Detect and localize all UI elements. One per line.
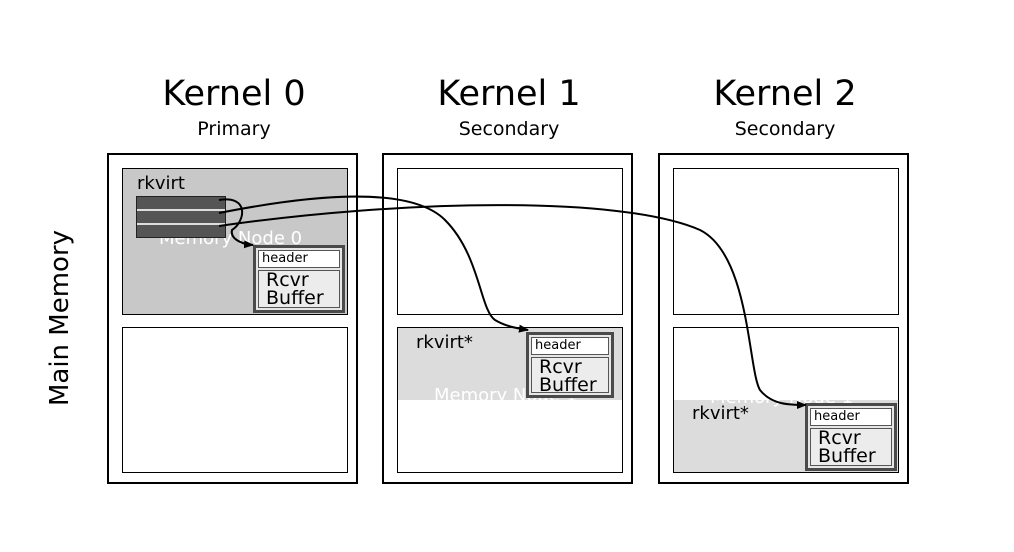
buffer-label-line1: Rcvr (539, 356, 582, 378)
memory-node-0: Memory Node 0 rkvirt header Rcvr Buffer (122, 168, 348, 315)
buffer-label-line1: Rcvr (266, 269, 309, 291)
memory-node-2: Memory Node 1 rkvirt* header Rcvr Buffer (673, 327, 899, 473)
arrow-to-kernel-1-buffer (218, 195, 529, 333)
queue-divider (137, 209, 225, 211)
buffer-header: header (810, 408, 892, 426)
kernel-0-title: Kernel 0 (162, 74, 306, 114)
receive-buffer: header Rcvr Buffer (253, 245, 345, 313)
kernel-1-role: Secondary (458, 118, 560, 140)
receive-buffer: header Rcvr Buffer (805, 403, 897, 471)
queue-divider (137, 223, 225, 225)
kernel-2-title: Kernel 2 (713, 74, 857, 114)
rkvirt-queue (136, 196, 226, 238)
buffer-label-line1: Rcvr (818, 427, 861, 449)
kernel-2-column: Memory Node 1 rkvirt* header Rcvr Buffer (658, 153, 909, 484)
rkvirt-label: rkvirt* (692, 403, 749, 424)
memory-node-empty (122, 327, 348, 473)
rkvirt-label: rkvirt* (416, 332, 473, 353)
kernel-2-role: Secondary (734, 118, 836, 140)
buffer-body (258, 270, 340, 308)
buffer-body (531, 357, 609, 393)
receive-buffer: header Rcvr Buffer (526, 332, 614, 398)
buffer-header: header (531, 337, 609, 355)
kernel-0-role: Primary (197, 118, 271, 140)
memory-node-empty (397, 168, 623, 315)
buffer-body (810, 428, 892, 466)
arrow-to-kernel-2-buffer (218, 204, 807, 409)
kernel-0-column: Memory Node 0 rkvirt header Rcvr Buffer (107, 153, 358, 484)
buffer-label-line2: Buffer (266, 287, 324, 309)
memory-node-2-label: Memory Node 1 (710, 387, 854, 408)
arrow-to-kernel-0-buffer (218, 198, 254, 249)
memory-node-1: Memory Node 1 rkvirt* header Rcvr Buffer (397, 327, 623, 473)
rkvirt-label: rkvirt (137, 173, 185, 194)
buffer-label-line2: Buffer (818, 445, 876, 467)
buffer-header: header (258, 250, 340, 268)
memory-node-empty (673, 168, 899, 315)
buffer-label-line2: Buffer (539, 374, 597, 396)
kernel-1-title: Kernel 1 (437, 74, 581, 114)
